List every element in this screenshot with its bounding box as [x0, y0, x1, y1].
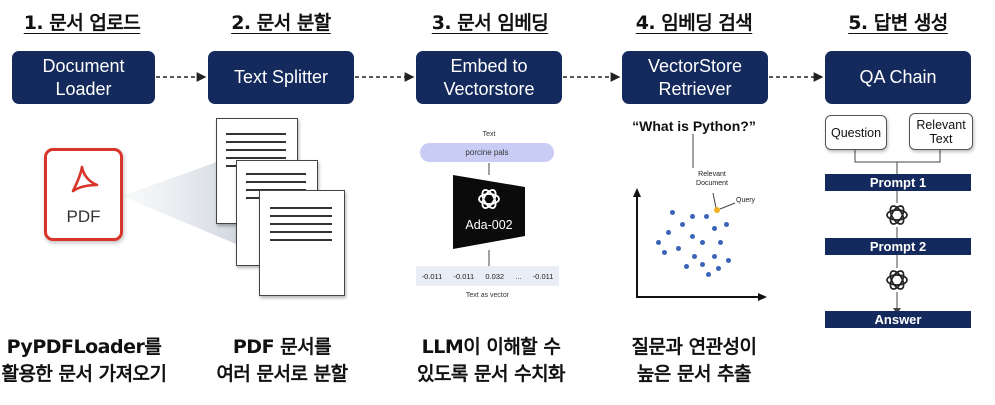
qa-chain-box: QA Chain — [825, 51, 971, 104]
prompt-2-bar: Prompt 2 — [825, 238, 971, 255]
scatter-point — [700, 262, 705, 267]
query-point — [714, 207, 720, 213]
input-text-pill: porcine pals — [420, 143, 554, 162]
scatter-point — [680, 222, 685, 227]
scatter-point — [656, 240, 661, 245]
scatter-point — [690, 234, 695, 239]
vector-value: -0.011 — [532, 271, 554, 281]
embed-vectorstore-box: Embed to Vectorstore — [416, 51, 562, 104]
scatter-point — [676, 246, 681, 251]
scatter-point — [700, 240, 705, 245]
question-box: Question — [825, 115, 887, 150]
prompt-1-bar: Prompt 1 — [825, 174, 971, 191]
step-2-title: 2. 문서 분할 — [231, 12, 331, 34]
scatter-point — [706, 272, 711, 277]
acrobat-icon — [71, 165, 99, 193]
step-1-title: 1. 문서 업로드 — [23, 12, 141, 34]
openai-logo-icon — [886, 205, 908, 225]
scatter-point — [716, 266, 721, 271]
text-splitter-box: Text Splitter — [208, 51, 354, 104]
step-4-caption: 질문과 연관성이 높은 문서 추출 — [631, 336, 757, 385]
scatter-point — [712, 226, 717, 231]
scatter-point — [704, 214, 709, 219]
step-3-caption: LLM이 이해할 수 있도록 문서 수치화 — [416, 336, 566, 385]
scatter-point — [670, 210, 675, 215]
answer-bar: Answer — [825, 311, 971, 328]
scatter-point — [666, 230, 671, 235]
relevant-text-box: Relevant Text — [909, 113, 973, 150]
document-loader-box: Document Loader — [12, 51, 155, 104]
step-1-caption: PyPDFLoader를 활용한 문서 가져오기 — [1, 336, 167, 385]
scatter-point — [712, 254, 717, 259]
page-3 — [259, 190, 345, 296]
scatter-point — [726, 258, 731, 263]
step-3-title: 3. 문서 임베딩 — [431, 12, 549, 34]
vector-value: 0.032 — [485, 271, 505, 281]
vectorstore-retriever-box: VectorStore Retriever — [622, 51, 768, 104]
scatter-point — [662, 250, 667, 255]
vector-row: -0.011 -0.011 0.032 ... -0.011 — [416, 266, 559, 286]
pdf-label: PDF — [66, 207, 101, 226]
step-2-caption: PDF 문서를 여러 문서로 분할 — [216, 336, 348, 385]
query-label: Query — [736, 197, 756, 204]
model-name: Ada-002 — [465, 218, 513, 232]
scatter-point — [718, 240, 723, 245]
scatter-point — [684, 264, 689, 269]
openai-logo-icon — [886, 270, 908, 290]
openai-logo-icon — [478, 189, 500, 209]
relevant-document-label: Relevant Document — [696, 171, 728, 187]
query-question: “What is Python?” — [632, 118, 756, 134]
vector-value: ... — [515, 271, 522, 281]
scatter-point — [724, 222, 729, 227]
embedding-model-shape — [453, 175, 525, 249]
step-5-title: 5. 답변 생성 — [848, 12, 948, 34]
vector-value: -0.011 — [421, 271, 443, 281]
scatter-point — [690, 214, 695, 219]
text-label: Text — [482, 131, 496, 138]
vector-label: Text as vector — [465, 292, 510, 299]
step-4-title: 4. 임베딩 검색 — [635, 12, 753, 34]
vector-value: -0.011 — [453, 271, 475, 281]
qa-connectors — [854, 150, 941, 311]
pdf-file-icon: PDF — [44, 148, 123, 241]
scatter-axes — [636, 195, 760, 298]
scatter-point — [692, 254, 697, 259]
